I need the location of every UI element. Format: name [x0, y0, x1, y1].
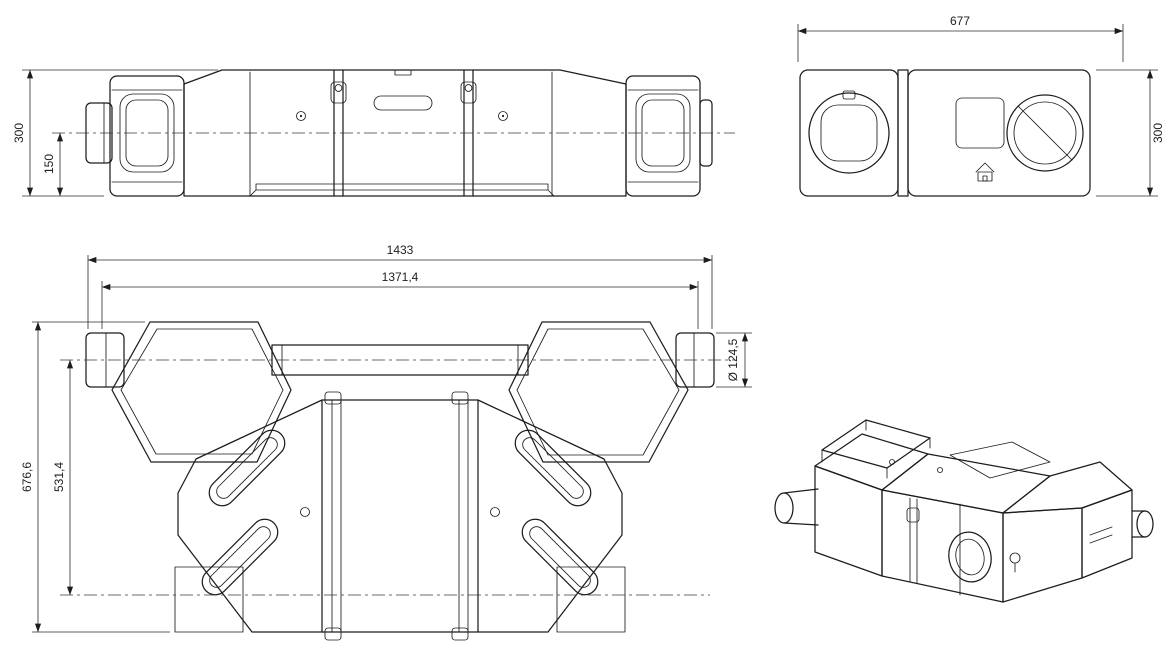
handle-recess [373, 95, 433, 111]
top-dimensions: 1433 1371,4 676,6 531,4 Ø 124,5 [20, 243, 752, 633]
dim-side-width: 677 [950, 14, 970, 28]
dim-front-axis-height: 150 [42, 154, 56, 174]
front-view: 300 150 [12, 69, 735, 197]
front-unit-outline [85, 69, 713, 197]
dim-top-depth-overall: 676,6 [20, 462, 34, 492]
dim-top-length-overall: 1433 [387, 243, 414, 257]
top-view: 1433 1371,4 676,6 531,4 Ø 124,5 [20, 243, 752, 641]
foot-right [556, 566, 626, 633]
house-icon [975, 162, 995, 182]
iso-raised-lid [821, 419, 931, 469]
side-dimensions: 677 300 [797, 14, 1165, 197]
side-unit-outline [799, 69, 1091, 197]
dim-top-duct-diameter: Ø 124,5 [726, 338, 740, 381]
dim-side-height: 300 [1151, 123, 1165, 143]
tree-icon [1009, 552, 1021, 573]
iso-right-duct [1136, 510, 1154, 538]
base-plate [255, 183, 549, 191]
dim-top-depth-axis: 531,4 [52, 462, 66, 492]
dim-top-length-duct-span: 1371,4 [382, 270, 419, 284]
side-view: 677 300 [797, 14, 1165, 197]
iso-front-duct [948, 531, 992, 583]
front-dimensions: 300 150 [12, 69, 218, 197]
iso-left-duct [774, 492, 794, 524]
side-right-duct [1006, 94, 1084, 172]
iso-unit [774, 419, 1154, 603]
foot-left [174, 566, 244, 633]
dim-front-height: 300 [12, 123, 26, 143]
isometric-view [774, 419, 1154, 603]
side-left-duct [808, 92, 890, 174]
top-unit-outline [85, 321, 715, 641]
